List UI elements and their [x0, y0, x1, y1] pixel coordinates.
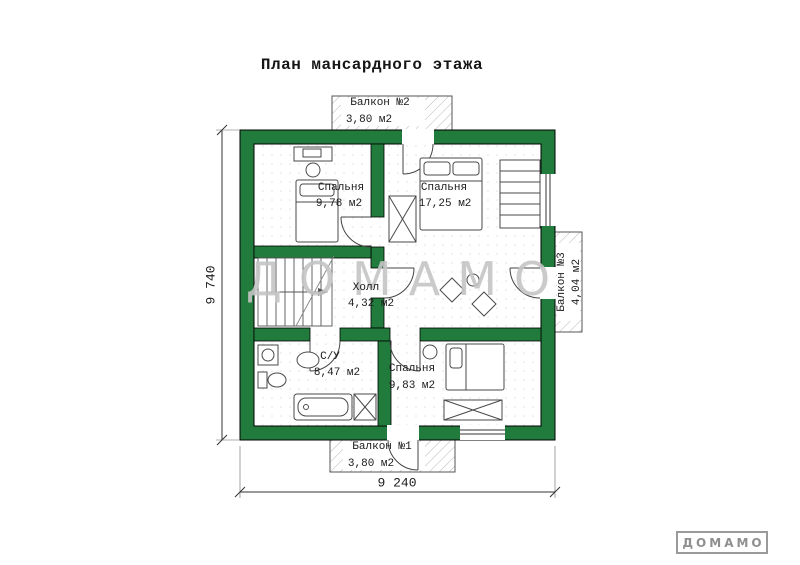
wall-openings	[387, 129, 556, 441]
stairs	[257, 255, 335, 327]
bedroom2-coffee-table	[466, 273, 480, 287]
balcony3-name: Балкон №3	[556, 252, 568, 312]
dimension-lines	[216, 124, 561, 498]
balcony-2-outline	[331, 95, 453, 131]
height-dimension-label: 9 740	[203, 265, 219, 305]
bathroom-toilet	[257, 371, 287, 389]
bedroom1-chair	[305, 162, 321, 178]
bedroom-top-left-name: Спальня	[317, 182, 365, 194]
brand-logo: ДОМАМО	[676, 531, 768, 554]
hall-name: Холл	[352, 282, 380, 294]
windows	[460, 174, 551, 435]
bedroom3-bed	[445, 343, 505, 391]
bedroom1-bed	[295, 179, 339, 243]
bedroom-top-left-area: 9,78 м2	[315, 198, 363, 210]
bathroom-shower	[353, 393, 377, 421]
balcony2-area: 3,80 м2	[345, 114, 393, 126]
bedroom3-crib	[443, 399, 503, 421]
hall-area: 4,32 м2	[347, 298, 395, 310]
watermark: ДОМАМО	[245, 252, 568, 306]
bathroom-sink	[296, 351, 320, 369]
bedroom2-shelves	[499, 159, 541, 229]
stairs-direction-arrow	[318, 288, 328, 296]
bedroom-top-left-door	[340, 216, 372, 248]
balcony3-door	[509, 267, 541, 299]
balcony3-area: 4,04 м2	[571, 258, 583, 306]
balcony1-name: Балкон №1	[352, 441, 412, 453]
interior-walls	[253, 143, 542, 427]
width-dimension-label: 9 240	[377, 475, 417, 491]
brand-logo-text: ДОМАМО	[682, 535, 765, 550]
bedroom2-bed	[419, 157, 483, 231]
bathroom-washer	[257, 344, 279, 366]
bedroom3-table	[422, 344, 438, 360]
balcony1-area: 3,80 м2	[347, 458, 395, 470]
furniture	[257, 146, 541, 421]
bathroom-area: 8,47 м2	[313, 367, 361, 379]
bedroom2-wardrobe	[388, 195, 417, 243]
bedroom1-monitor	[302, 148, 322, 158]
balcony-3-outline	[554, 231, 583, 333]
bathroom-bathtub	[293, 393, 353, 421]
balcony2-name: Балкон №2	[350, 97, 410, 109]
page-title: План мансардного этажа	[260, 56, 484, 74]
bedroom-top-right-name: Спальня	[420, 182, 468, 194]
bedroom-bottom-door	[389, 340, 421, 372]
bedroom-top-right-door	[383, 267, 415, 299]
bedroom2-armchairs	[439, 273, 497, 317]
bedroom-top-right-area: 17,25 м2	[418, 198, 472, 210]
balcony1-door	[387, 439, 419, 471]
bathroom-name: С/У	[320, 351, 340, 363]
bedroom-bottom-area: 9,83 м2	[388, 380, 436, 392]
bedroom-bottom-name: Спальня	[388, 363, 436, 375]
